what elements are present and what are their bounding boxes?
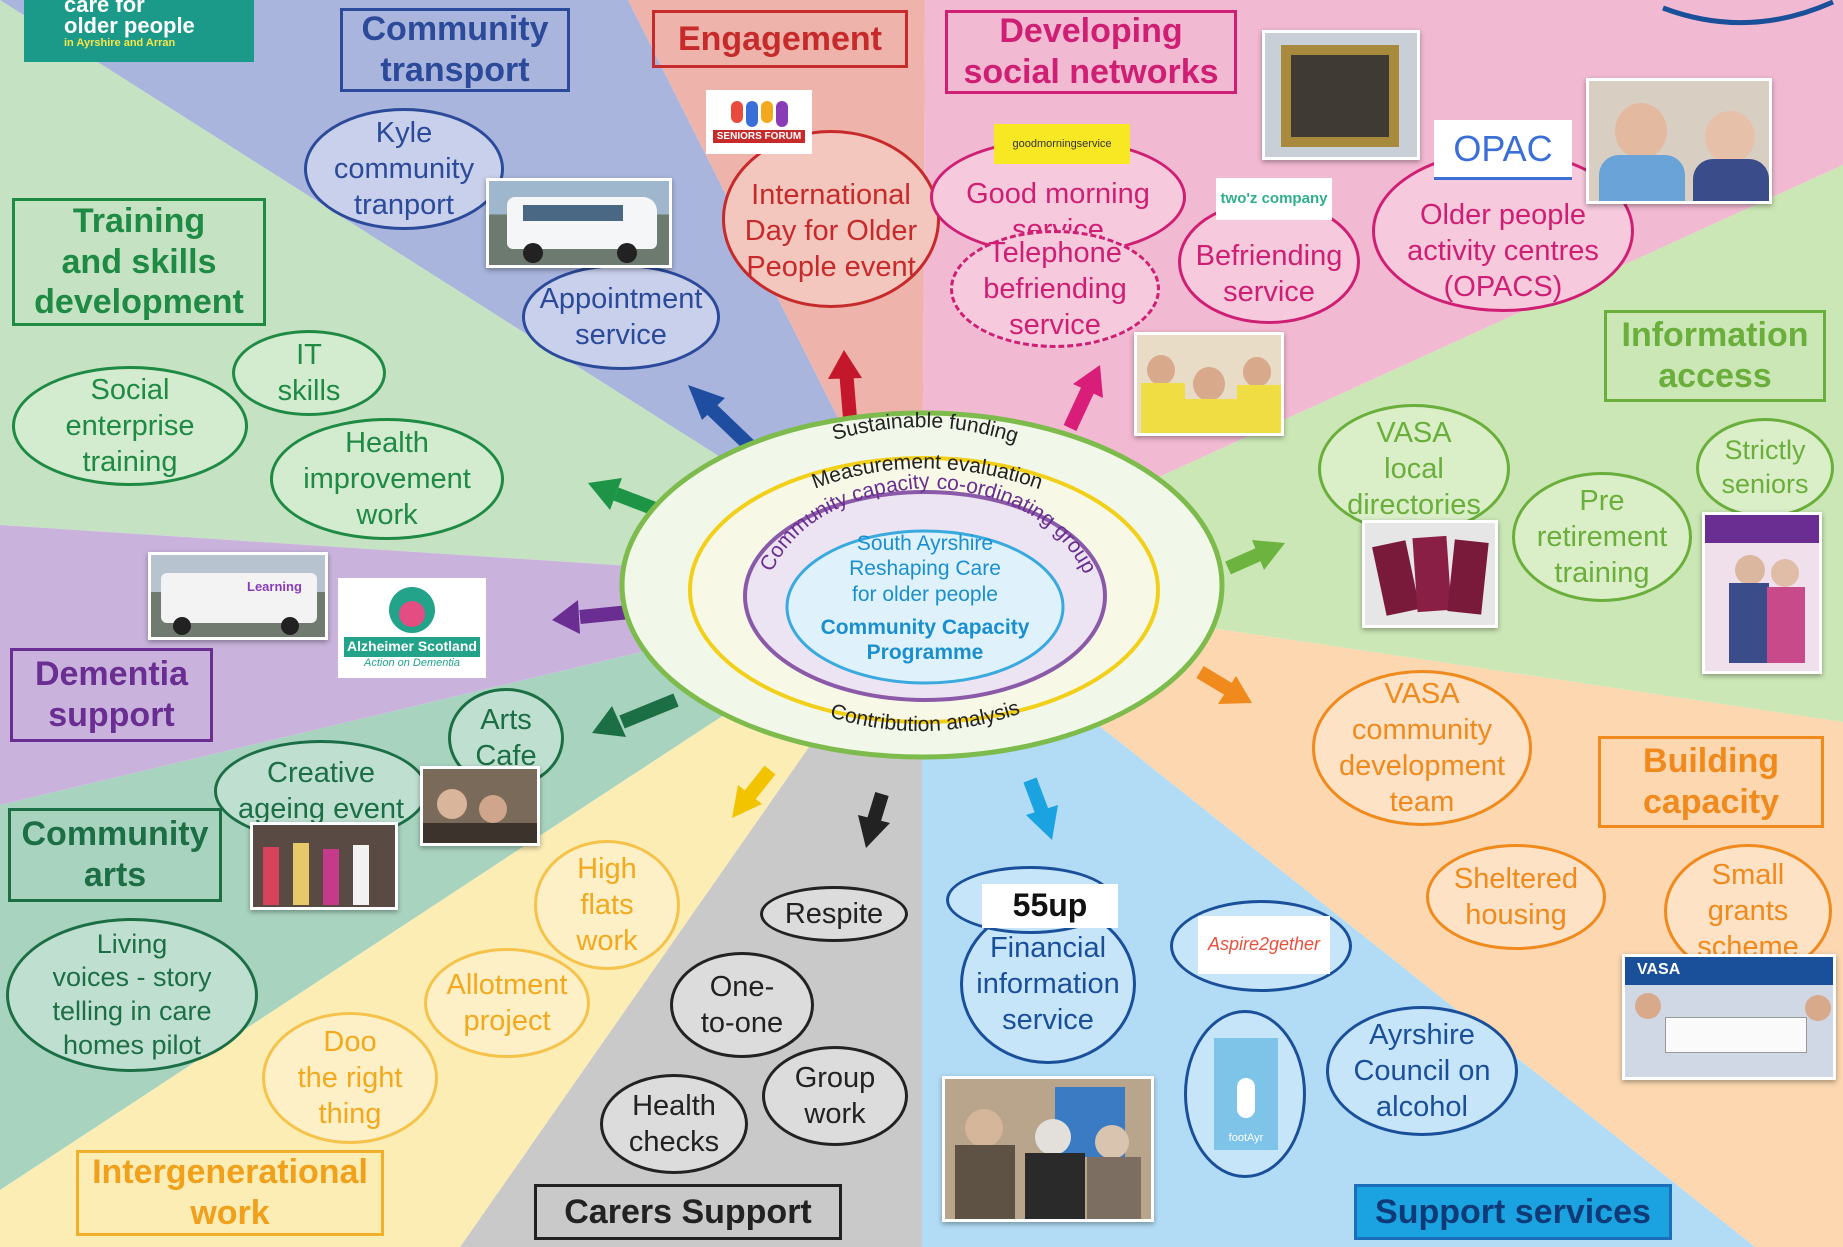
vasa-grants-photo: VASA (1622, 954, 1836, 1080)
bubble-vasa-development: VASA community development team (1312, 670, 1532, 826)
arts-cafe-photo (420, 766, 540, 846)
arrow-support-icon (1023, 777, 1058, 840)
section-community-transport: Community transport (340, 8, 570, 92)
bubble-one-to-one: One- to-one (670, 952, 814, 1058)
footayr-text: footAyr (1228, 1131, 1264, 1144)
learning-bus-photo: Learning (148, 552, 328, 640)
sector-intergenerational (0, 585, 922, 1247)
sector-transport (0, 0, 922, 585)
arrow-building-icon (1196, 665, 1252, 704)
section-support-services: Support services (1354, 1184, 1672, 1240)
alzheimer-sub: Action on Dementia (364, 656, 460, 669)
arrow-dementia-icon (552, 600, 631, 634)
section-carers-support: Carers Support (534, 1184, 842, 1240)
befriending-volunteers-photo (1134, 332, 1284, 436)
alzheimer-scotland-logo: Alzheimer Scotland Action on Dementia (338, 578, 486, 678)
care-logo-sub: in Ayrshire and Arran (64, 36, 176, 49)
section-training-skills: Training and skills development (12, 198, 266, 326)
arrow-arts-icon (592, 693, 679, 737)
arrow-networks-icon (1063, 365, 1103, 431)
care-for-older-people-logo: care for older people in Ayrshire and Ar… (24, 0, 254, 62)
bubble-social-enterprise: Social enterprise training (12, 366, 248, 486)
arrow-carers-icon (858, 791, 890, 848)
bubble-pre-retirement: Pre retirement training (1512, 472, 1692, 602)
arrow-engagement-icon (828, 350, 862, 419)
twoz-company-logo: two'z company (1216, 178, 1332, 220)
seniors-forum-text: SENIORS FORUM (712, 130, 806, 143)
plaque-photo (1262, 30, 1420, 160)
seniors-forum-logo: SENIORS FORUM (706, 90, 812, 154)
bubble-doo-right: Doo the right thing (262, 1012, 438, 1144)
arrow-transport-icon (688, 385, 757, 454)
bubble-group-work: Group work (762, 1046, 908, 1146)
center-title: South Ayrshire Reshaping Care for older … (849, 532, 1001, 606)
bubble-kyle-transport: Kyle community tranport (304, 108, 504, 230)
bubble-health-checks: Health checks (600, 1074, 748, 1174)
learning-bus-label: Learning (247, 579, 302, 594)
alzheimer-text: Alzheimer Scotland (344, 637, 480, 657)
financial-event-photo (942, 1076, 1154, 1222)
footprint-icon (1237, 1077, 1255, 1118)
bubble-allotment: Allotment project (424, 948, 590, 1058)
bubble-sheltered-housing: Sheltered housing (1426, 844, 1606, 950)
arrow-intergenerational-icon (732, 765, 776, 818)
creative-ageing-photo (250, 822, 398, 910)
minibus-photo (486, 178, 672, 268)
bubble-living-voices: Living voices - story telling in care ho… (6, 918, 258, 1072)
bubble-international-day: International Day for Older People event (722, 130, 940, 308)
strictly-seniors-photo (1702, 512, 1822, 674)
fifty-five-up-logo: 55up (982, 884, 1118, 928)
sector-building (922, 585, 1843, 1247)
bubble-vasa-directories: VASA local directories (1318, 404, 1510, 534)
vasa-sign-text: VASA (1637, 961, 1681, 978)
arrow-information-icon (1225, 540, 1285, 575)
bubble-befriending: Befriending service (1178, 200, 1360, 324)
bubble-it-skills: IT skills (232, 330, 386, 416)
care-logo-title: care for older people (64, 0, 195, 38)
section-developing-social-networks: Developing social networks (945, 10, 1237, 94)
bubble-high-flats: High flats work (534, 840, 680, 970)
ring-inner (785, 529, 1065, 685)
alzheimer-heart-icon (389, 587, 435, 634)
bubble-appointment-service: Appointment service (522, 264, 720, 370)
bubble-strictly-seniors: Strictly seniors (1696, 418, 1834, 518)
section-engagement: Engagement (652, 10, 908, 68)
good-morning-logo: goodmorningservice (994, 124, 1130, 164)
seniors-forum-figures-icon (730, 101, 788, 127)
section-community-arts: Community arts (8, 808, 222, 902)
center-programme: Community Capacity Programme (820, 615, 1030, 664)
aspire-together-logo: Aspire2gether (1198, 916, 1330, 974)
bubble-health-improvement: Health improvement work (270, 418, 504, 540)
bubble-ayrshire-alcohol: Ayrshire Council on alcohol (1326, 1006, 1518, 1136)
section-building-capacity: Building capacity (1598, 736, 1824, 828)
vasa-directories-photo (1362, 520, 1498, 628)
section-information-access: Information access (1604, 310, 1826, 402)
bubble-telephone-befriending: Telephone befriending service (950, 230, 1160, 348)
footayr-logo: footAyr (1214, 1038, 1278, 1150)
section-intergenerational-work: Intergenerational work (76, 1150, 384, 1236)
section-dementia-support: Dementia support (10, 648, 213, 742)
top-right-logo-icon (1652, 0, 1843, 30)
opac-logo: OPAC (1434, 120, 1572, 180)
opac-members-photo (1586, 78, 1772, 204)
bubble-respite: Respite (760, 886, 908, 942)
bubble-financial-info: Financial information service (960, 904, 1136, 1064)
